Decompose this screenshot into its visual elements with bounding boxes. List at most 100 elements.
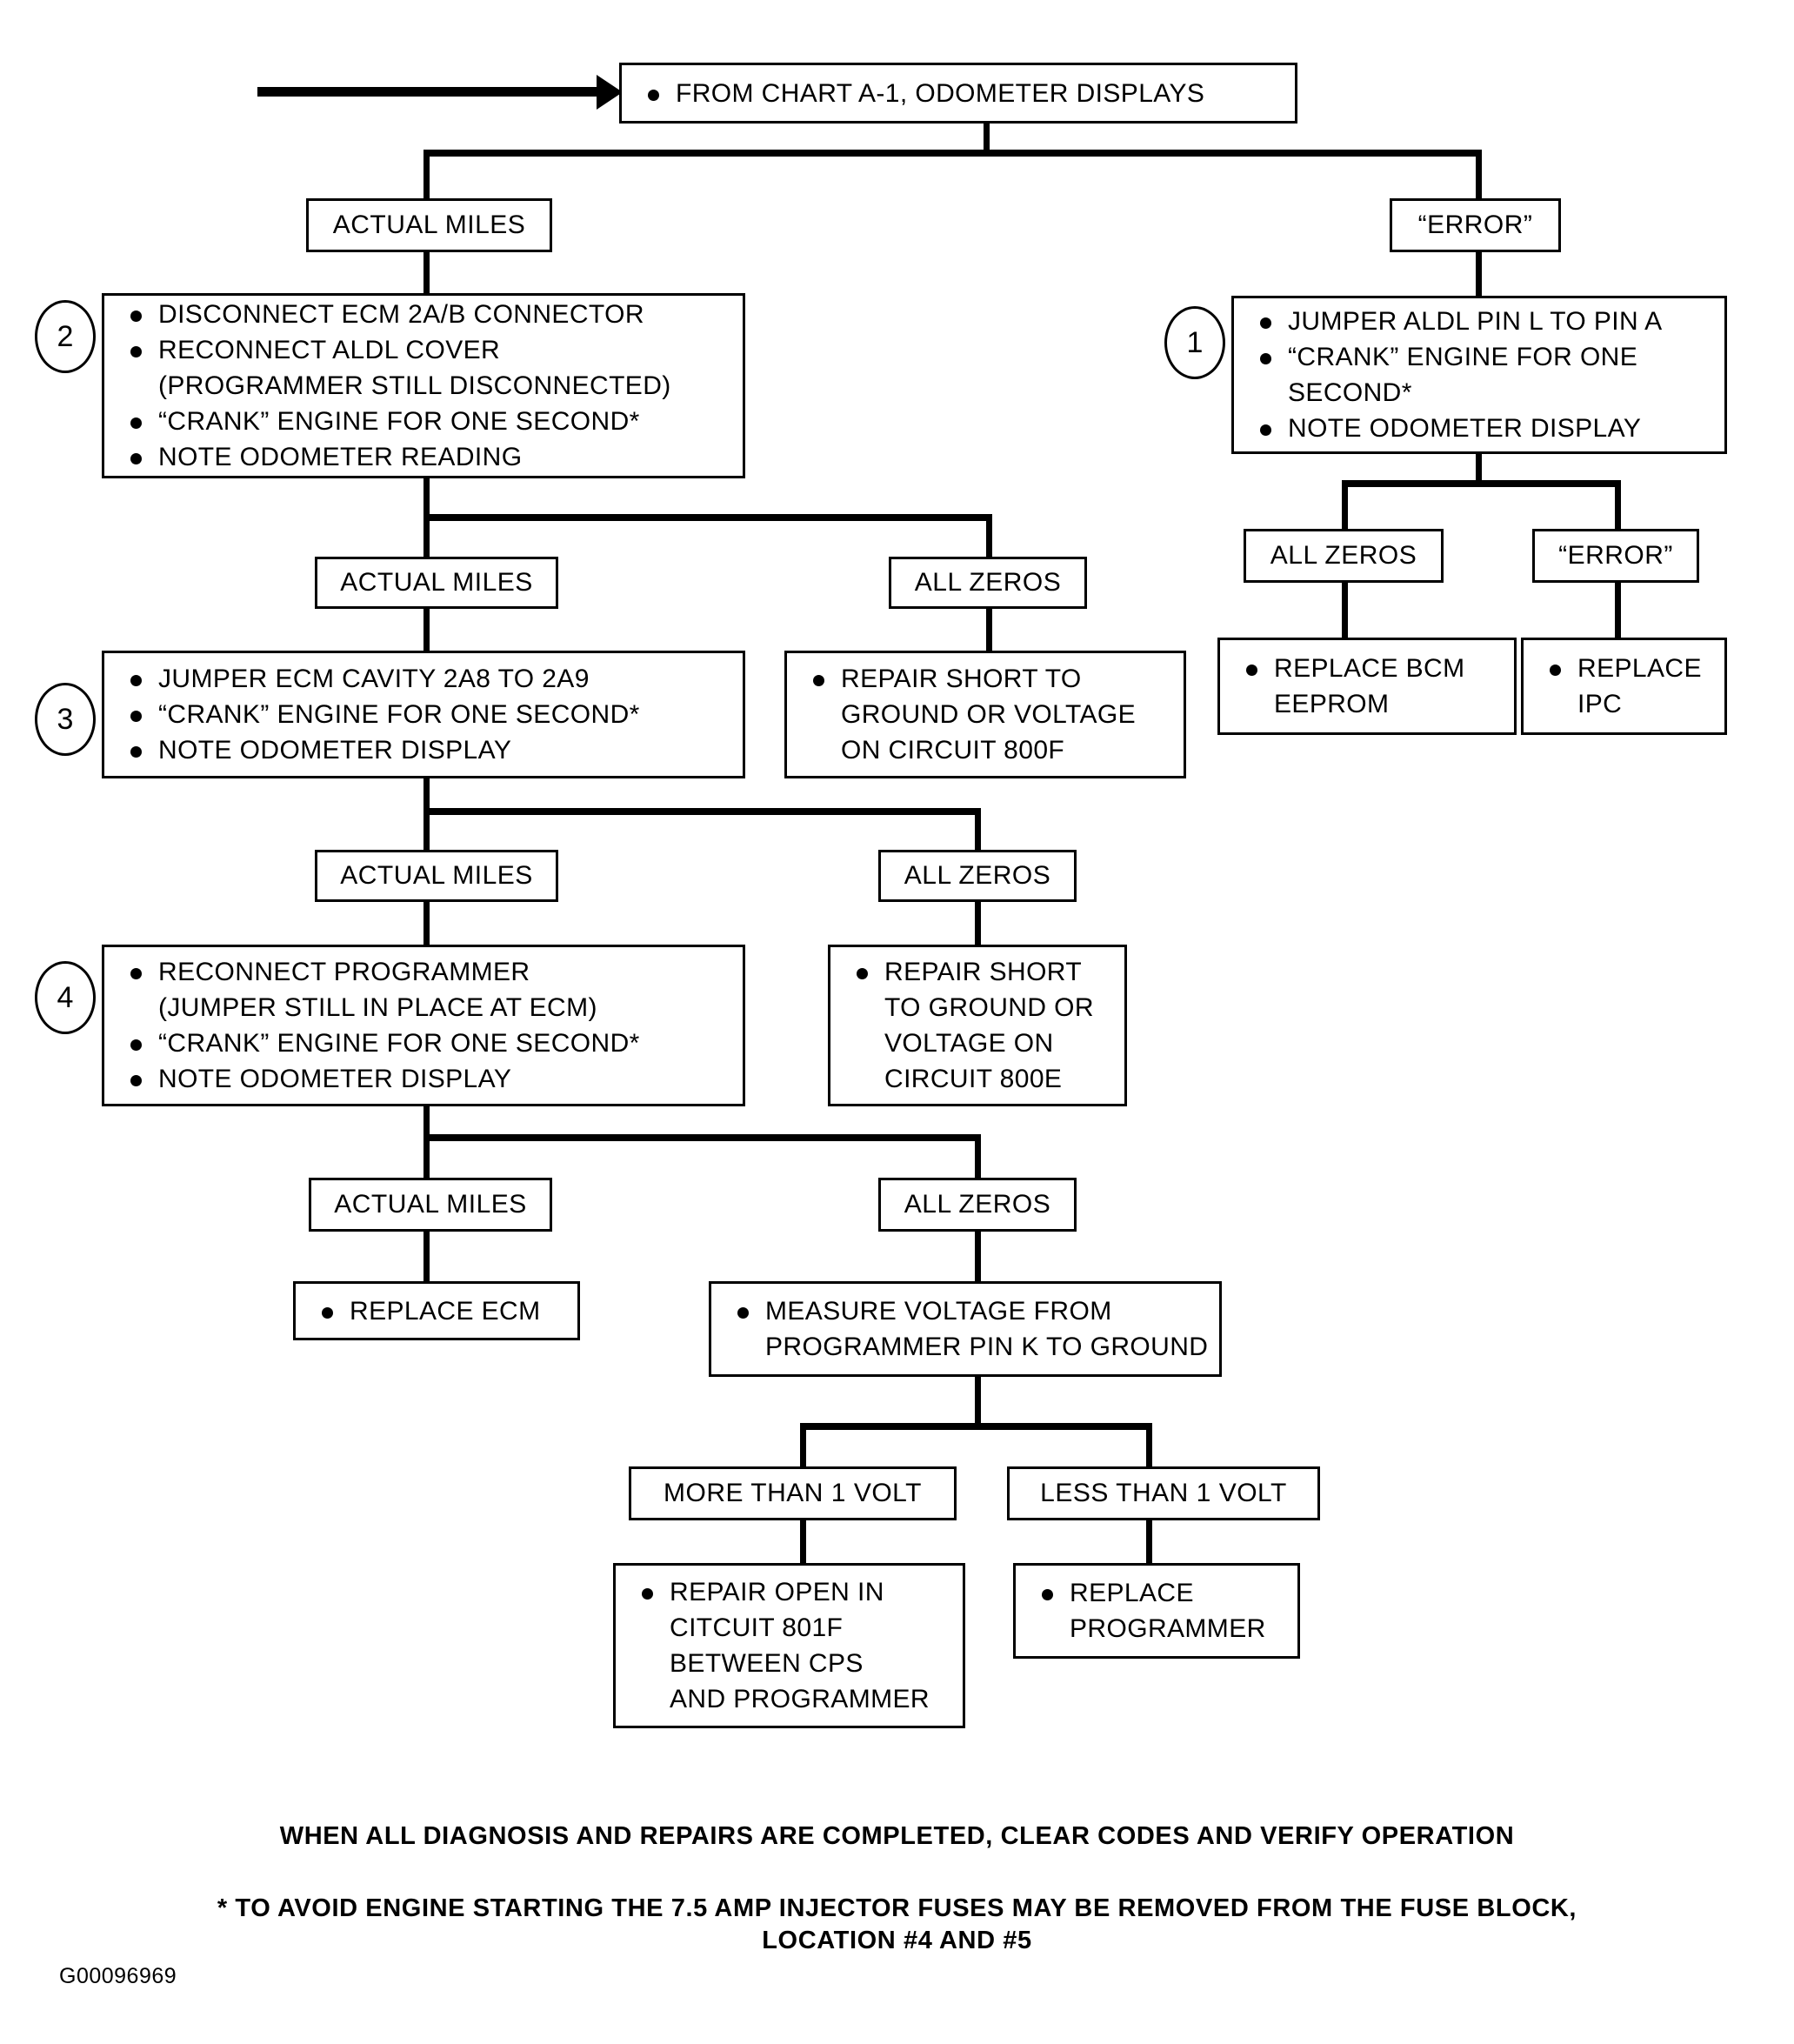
label-text: “ERROR” [1558, 541, 1673, 570]
connector-more-than-1-volt-drop [800, 1520, 806, 1566]
connector-step4-bus-left-drop [423, 1134, 430, 1179]
label-text: LESS THAN 1 VOLT [1040, 1479, 1287, 1507]
connector-step2-bus [423, 514, 992, 521]
entry-arrow-shaft [257, 87, 605, 97]
replace-bcm-line-2: EEPROM [1274, 690, 1390, 718]
label-all-zeros-2[interactable]: ALL ZEROS [889, 557, 1087, 609]
step3-line-3: NOTE ODOMETER DISPLAY [123, 732, 725, 768]
label-error-1[interactable]: “ERROR” [1390, 198, 1561, 252]
connector-step3-drop [423, 778, 430, 812]
footer-line-1: WHEN ALL DIAGNOSIS AND REPAIRS ARE COMPL… [279, 1822, 1515, 1850]
repair-800e-line-2: TO GROUND OR [884, 993, 1094, 1022]
connector-top-left-drop [423, 150, 430, 202]
connector-step1-drop [1476, 454, 1482, 484]
label-text: ACTUAL MILES [340, 568, 533, 597]
connector-step3-bus-left-drop [423, 808, 430, 852]
label-less-than-1-volt[interactable]: LESS THAN 1 VOLT [1007, 1466, 1320, 1520]
entry-arrow-head [597, 75, 623, 110]
step4-box[interactable]: RECONNECT PROGRAMMER (JUMPER STILL IN PL… [102, 945, 745, 1106]
replace-bcm-eeprom-box[interactable]: REPLACE BCM EEPROM [1217, 638, 1517, 735]
connector-voltage-bus-left-drop [800, 1423, 806, 1470]
replace-programmer-line-2: PROGRAMMER [1070, 1614, 1266, 1643]
step2-line-1: DISCONNECT ECM 2A/B CONNECTOR [123, 297, 725, 332]
step3-line-2: “CRANK” ENGINE FOR ONE SECOND* [123, 697, 725, 732]
label-all-zeros-4[interactable]: ALL ZEROS [878, 1178, 1077, 1232]
step2-line-4: “CRANK” ENGINE FOR ONE SECOND* [123, 404, 725, 439]
label-text: ACTUAL MILES [332, 210, 526, 239]
connector-step3-bus-right-drop [975, 808, 981, 852]
connector-less-than-1-volt-drop [1146, 1520, 1152, 1566]
step-number-1: 1 [1164, 306, 1225, 379]
replace-ipc-box[interactable]: REPLACE IPC [1521, 638, 1727, 735]
connector-step2-bus-left-drop [423, 514, 430, 559]
label-text: MORE THAN 1 VOLT [664, 1479, 922, 1507]
label-all-zeros-r1[interactable]: ALL ZEROS [1244, 529, 1444, 583]
measure-voltage-line-2: PROGRAMMER PIN K TO GROUND [765, 1333, 1209, 1361]
replace-programmer-box[interactable]: REPLACE PROGRAMMER [1013, 1563, 1300, 1659]
step2-line-3: (PROGRAMMER STILL DISCONNECTED) [158, 371, 671, 400]
connector-step1-bus-right-drop [1615, 480, 1621, 531]
repair-801f-line-3: BETWEEN CPS [670, 1649, 864, 1678]
step4-line-2: (JUMPER STILL IN PLACE AT ECM) [158, 993, 597, 1022]
repair-800f-box[interactable]: REPAIR SHORT TO GROUND OR VOLTAGE ON CIR… [784, 651, 1186, 778]
step2-box[interactable]: DISCONNECT ECM 2A/B CONNECTOR RECONNECT … [102, 293, 745, 478]
label-text: ACTUAL MILES [340, 861, 533, 890]
label-text: “ERROR” [1417, 210, 1533, 239]
connector-actual-miles-4-drop [423, 1232, 430, 1284]
step-number-text: 3 [57, 702, 74, 736]
step-number-3: 3 [35, 683, 96, 756]
connector-all-zeros-3-drop [975, 902, 981, 947]
step1-line-1: JUMPER ALDL PIN L TO PIN A [1253, 304, 1707, 339]
connector-step1-bus-left-drop [1342, 480, 1348, 531]
step1-line-4: NOTE ODOMETER DISPLAY [1253, 411, 1707, 446]
step3-line-1: JUMPER ECM CAVITY 2A8 TO 2A9 [123, 661, 725, 697]
entry-box[interactable]: FROM CHART A-1, ODOMETER DISPLAYS [619, 63, 1297, 124]
repair-800e-box[interactable]: REPAIR SHORT TO GROUND OR VOLTAGE ON CIR… [828, 945, 1127, 1106]
connector-step2-bus-right-drop [986, 514, 992, 559]
replace-ecm-line-1: REPLACE ECM [315, 1293, 560, 1329]
repair-801f-box[interactable]: REPAIR OPEN IN CITCUIT 801F BETWEEN CPS … [613, 1563, 965, 1728]
repair-800e-line-1: REPAIR SHORT [850, 954, 1107, 990]
label-more-than-1-volt[interactable]: MORE THAN 1 VOLT [629, 1466, 957, 1520]
label-text: ALL ZEROS [1270, 541, 1417, 570]
connector-step4-bus [423, 1134, 981, 1141]
step2-line-2: RECONNECT ALDL COVER [123, 332, 725, 368]
measure-voltage-box[interactable]: MEASURE VOLTAGE FROM PROGRAMMER PIN K TO… [709, 1281, 1222, 1377]
replace-ipc-line-2: IPC [1577, 690, 1623, 718]
connector-step4-drop [423, 1106, 430, 1138]
step-number-text: 1 [1186, 325, 1204, 359]
label-text: ALL ZEROS [914, 568, 1062, 597]
replace-ecm-box[interactable]: REPLACE ECM [293, 1281, 580, 1340]
label-actual-miles-4[interactable]: ACTUAL MILES [309, 1178, 552, 1232]
connector-error-1-to-step1 [1476, 252, 1482, 296]
repair-800e-line-3: VOLTAGE ON [884, 1029, 1054, 1058]
connector-all-zeros-4-drop [975, 1232, 981, 1284]
label-actual-miles-3[interactable]: ACTUAL MILES [315, 850, 558, 902]
step4-line-1: RECONNECT PROGRAMMER [123, 954, 725, 990]
label-actual-miles-2[interactable]: ACTUAL MILES [315, 557, 558, 609]
footer-line-3: LOCATION #4 AND #5 [762, 1927, 1032, 1954]
step1-box[interactable]: JUMPER ALDL PIN L TO PIN A “CRANK” ENGIN… [1231, 296, 1727, 454]
step4-line-4: NOTE ODOMETER DISPLAY [123, 1061, 725, 1097]
step3-box[interactable]: JUMPER ECM CAVITY 2A8 TO 2A9 “CRANK” ENG… [102, 651, 745, 778]
connector-measure-voltage-drop [975, 1377, 981, 1426]
diagram-code: G00096969 [59, 1964, 177, 1988]
connector-error-r2-drop [1615, 583, 1621, 640]
replace-ipc-line-1: REPLACE [1543, 651, 1707, 686]
label-error-r2[interactable]: “ERROR” [1532, 529, 1699, 583]
label-text: ALL ZEROS [904, 861, 1051, 890]
connector-top-bus [423, 150, 1482, 157]
connector-step2-drop [423, 478, 430, 518]
repair-800f-line-3: ON CIRCUIT 800F [841, 736, 1065, 765]
step4-line-3: “CRANK” ENGINE FOR ONE SECOND* [123, 1025, 725, 1061]
label-actual-miles-1[interactable]: ACTUAL MILES [306, 198, 552, 252]
label-text: ACTUAL MILES [334, 1190, 527, 1219]
connector-entry-drop [984, 124, 990, 154]
step-number-4: 4 [35, 961, 96, 1034]
connector-top-right-drop [1476, 150, 1482, 202]
measure-voltage-line-1: MEASURE VOLTAGE FROM [730, 1293, 1202, 1329]
label-all-zeros-3[interactable]: ALL ZEROS [878, 850, 1077, 902]
repair-800f-line-2: GROUND OR VOLTAGE [841, 700, 1137, 729]
connector-actual-miles-3-drop [423, 902, 430, 947]
connector-step4-bus-right-drop [975, 1134, 981, 1179]
